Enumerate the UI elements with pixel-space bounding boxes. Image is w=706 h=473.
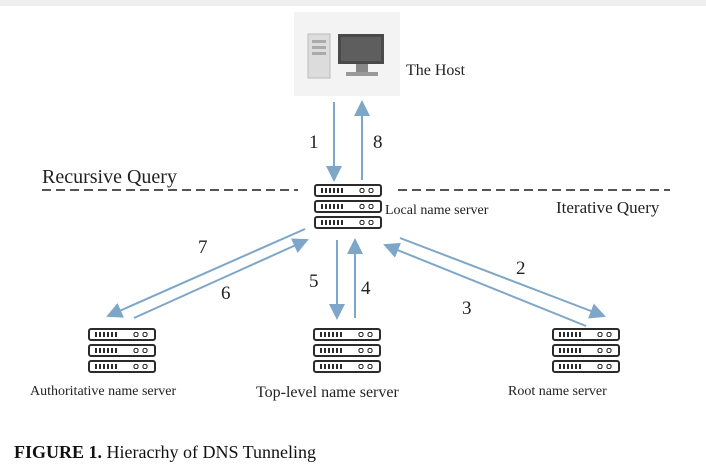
tld-server-icon — [313, 328, 381, 376]
step-7-label: 7 — [198, 237, 208, 258]
step-4-label: 4 — [361, 278, 371, 299]
local-server-label: Local name server — [385, 203, 489, 218]
local-server-icon — [314, 184, 382, 232]
root-server-label: Root name server — [508, 384, 607, 399]
step-2-label: 2 — [516, 258, 526, 279]
arrow-7 — [106, 228, 306, 318]
figure-caption: FIGURE 1. Hieracrhy of DNS Tunneling — [14, 442, 316, 463]
iterative-query-label: Iterative Query — [556, 198, 660, 217]
top-band — [0, 0, 706, 6]
arrow-3 — [383, 242, 587, 327]
step-1-label: 1 — [309, 132, 319, 153]
arrow-2 — [399, 237, 606, 319]
caption-label: FIGURE 1. — [14, 442, 103, 462]
step-8-label: 8 — [373, 132, 383, 153]
caption-text: Hieracrhy of DNS Tunneling — [106, 442, 317, 462]
root-server-icon — [552, 328, 620, 376]
recursive-query-label: Recursive Query — [42, 166, 177, 188]
step-3-label: 3 — [462, 298, 472, 319]
step-5-label: 5 — [309, 271, 319, 292]
host-computer-icon — [294, 12, 400, 96]
authoritative-server-label: Authoritative name server — [30, 384, 177, 399]
step-6-label: 6 — [221, 283, 231, 304]
host-label: The Host — [406, 62, 466, 79]
tld-server-label: Top-level name server — [256, 384, 399, 401]
authoritative-server-icon — [88, 328, 156, 376]
arrow-6 — [133, 238, 309, 319]
